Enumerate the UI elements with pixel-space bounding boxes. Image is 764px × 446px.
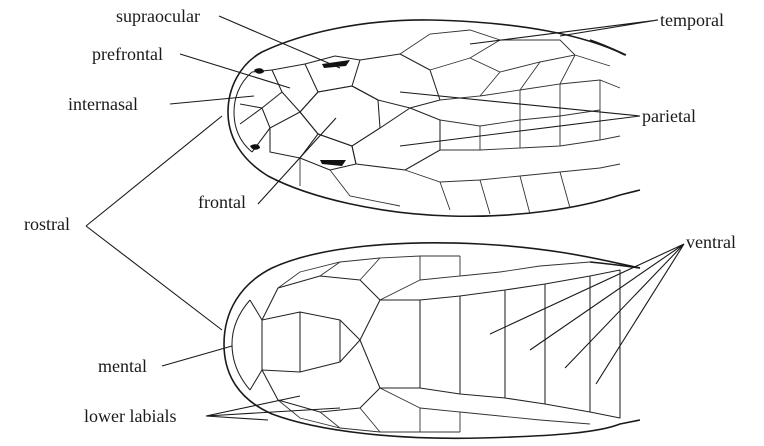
lower-labial-scales (278, 256, 500, 432)
dorsal-head-figure (228, 20, 640, 216)
leader-supraocular (219, 16, 340, 68)
leader-lower-labials (206, 396, 340, 420)
label-ventral: ventral (686, 232, 736, 252)
leader-internasal (170, 96, 254, 104)
label-frontal: frontal (198, 192, 246, 212)
rostral-scale-top (234, 72, 252, 152)
eye-marks (320, 60, 350, 166)
label-parietal: parietal (642, 106, 696, 126)
label-lower-labials: lower labials (84, 406, 176, 426)
ventral-head-figure (224, 243, 640, 438)
internasal-scales (240, 70, 282, 152)
label-temporal: temporal (660, 10, 724, 30)
chin-shields (262, 276, 380, 412)
leader-lines (86, 16, 684, 420)
mental-scale (232, 300, 262, 390)
leader-ventral (490, 244, 684, 384)
prefrontal-scales (270, 64, 318, 158)
parietal-scales (352, 54, 440, 170)
label-supraocular: supraocular (116, 6, 200, 26)
leader-rostral (86, 116, 222, 330)
label-rostral: rostral (24, 214, 70, 234)
label-mental: mental (98, 356, 147, 376)
label-internasal: internasal (68, 94, 138, 114)
label-prefrontal: prefrontal (92, 44, 163, 64)
leader-mental (162, 346, 232, 366)
ventral-plates (380, 270, 620, 418)
leader-prefrontal (180, 54, 290, 88)
